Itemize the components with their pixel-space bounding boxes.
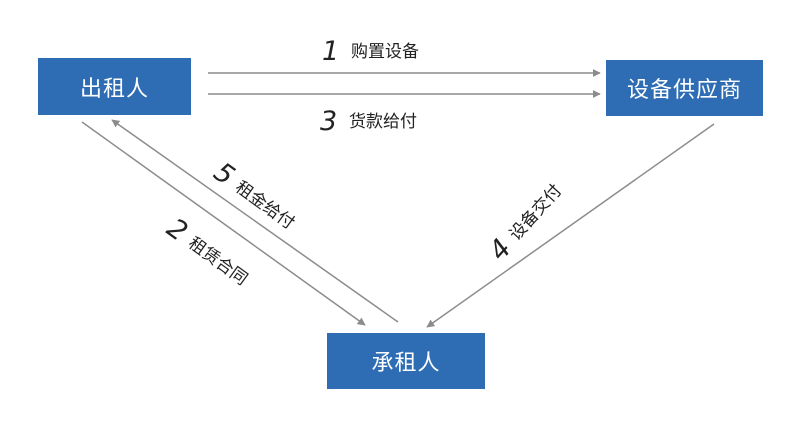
flow-label-delivery: 4 设备交付 <box>483 181 566 267</box>
flow-2-number: 2 <box>161 213 193 248</box>
flow-3-number: 3 <box>320 106 337 137</box>
flow-5-text: 租金给付 <box>231 178 298 234</box>
supplier-label: 设备供应商 <box>626 78 742 103</box>
flow-label-payment: 3 货款给付 <box>320 106 417 137</box>
arrow-lease-contract <box>81 121 366 326</box>
flow-label-rent: 5 租金给付 <box>208 157 298 234</box>
flow-1-text: 购置设备 <box>351 42 419 62</box>
flow-2-text: 租赁合同 <box>184 234 251 290</box>
arrow-rent <box>111 119 399 323</box>
flow-3-text: 货款给付 <box>349 112 417 132</box>
lessor-label: 出租人 <box>79 76 149 102</box>
flow-label-purchase: 1 购置设备 <box>322 36 419 67</box>
arrow-delivery <box>426 123 715 328</box>
lessee-box: 承租人 <box>327 333 485 389</box>
flow-5-number: 5 <box>208 157 240 192</box>
lessee-label: 承租人 <box>371 351 441 376</box>
flow-1-number: 1 <box>322 36 339 67</box>
flow-label-lease-contract: 2 租赁合同 <box>161 213 251 290</box>
lessor-box: 出租人 <box>38 58 191 115</box>
supplier-box: 设备供应商 <box>606 60 763 116</box>
